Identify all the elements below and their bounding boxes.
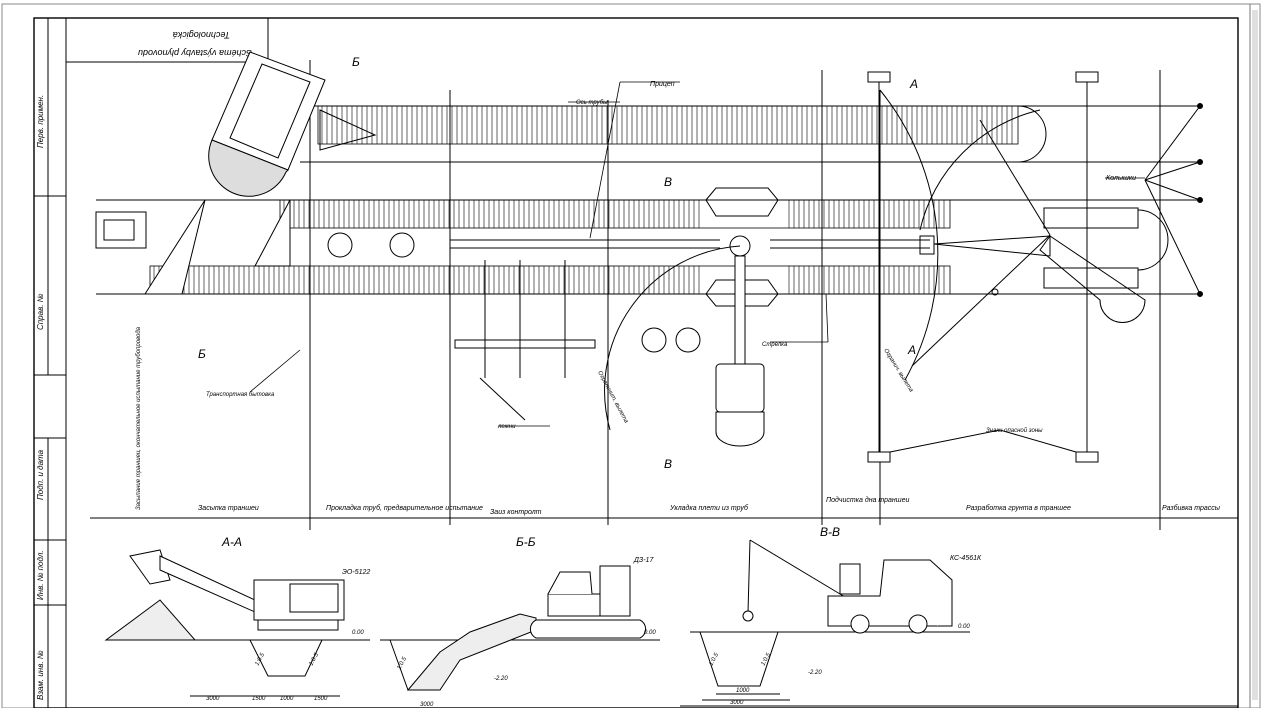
plan-danger-signs: [867, 71, 1099, 463]
slope-a-right: 1:0.5: [308, 652, 320, 667]
plan-bulldozer: [95, 211, 147, 249]
section-vv-drawing: [690, 539, 970, 701]
plan-trench-excavator: [879, 89, 1169, 381]
side-stamp-column: [34, 18, 67, 708]
stage-6: Разбивка трассы: [1162, 504, 1221, 512]
stamp-vzam-inv: Взам. инв. №: [36, 650, 45, 700]
plan-crane: [604, 235, 765, 447]
label-strelka: Стрелка: [762, 342, 788, 348]
section-aa-title: А-А: [221, 535, 242, 549]
plan-excavator: [208, 51, 326, 197]
label-lezhni: лежни: [497, 424, 516, 430]
slope-c-right: 1:0.5: [760, 652, 772, 667]
label-kolyshki: Колышки: [1106, 175, 1136, 182]
drawing-frame: [33, 17, 1239, 708]
stamp-inv-podl: Инв. № подл.: [36, 550, 45, 600]
mark-b-top: Б: [352, 55, 360, 69]
dim-b1: 3000: [420, 702, 434, 708]
dim-a4: 1500: [314, 696, 328, 702]
stamp-sprav-no: Справ. №: [36, 293, 45, 330]
level-zero-b: 0.00: [644, 630, 656, 636]
stage-5: Разработка грунта в траншее: [966, 504, 1071, 512]
stage-4: Подчистка дна траншеи: [826, 496, 909, 504]
title-block: Technologická Schéma výstavby plynovodu: [66, 18, 269, 63]
dim-a2: 1500: [252, 696, 266, 702]
plan-stakes: [1144, 103, 1203, 297]
dim-a1: 3000: [206, 696, 220, 702]
slope-a-left: 1:0.5: [254, 652, 266, 667]
dim-c2: 3000: [730, 700, 744, 706]
stage-0: Засыпка траншеи: [198, 505, 259, 512]
machine-bulldozer-label: ДЗ-17: [633, 557, 654, 564]
window-border: [1, 3, 1261, 708]
section-bb-drawing: [380, 565, 660, 691]
level-zero-a: 0.00: [352, 630, 364, 636]
stage-2: Заиз контролт: [490, 509, 542, 516]
dim-c1: 1000: [736, 688, 750, 694]
mark-b-bottom: Б: [198, 347, 206, 361]
stage-3: Укладка плети из труб: [669, 504, 749, 512]
plan-pipe-cylinders: [327, 232, 701, 353]
callout-leaders: [249, 81, 1145, 427]
stamp-perv-primen: Перв. примен.: [36, 95, 45, 148]
title-line-2: Schéma výstavby plynovodu: [138, 48, 252, 58]
machine-excavator-label: ЭО-5122: [342, 569, 370, 576]
dim-a3: 1000: [280, 696, 294, 702]
slope-b-left: 1:0.5: [396, 656, 408, 671]
mark-v-bottom: В: [664, 457, 672, 471]
vertical-note: Засыпание траншеи, окончательное испытан…: [136, 326, 142, 510]
vertical-scrollbar[interactable]: [1252, 10, 1258, 700]
mark-v-top: В: [664, 175, 672, 189]
level-zero-c: 0.00: [958, 624, 970, 630]
stamp-podp-data: Подп. и дата: [36, 449, 45, 500]
label-pritsep: Прицеп: [650, 81, 675, 88]
level-depth-c: -2.20: [808, 670, 822, 676]
section-vv-title: В-В: [820, 525, 840, 539]
machine-crane-label: КС-4561К: [950, 555, 982, 562]
mark-a-bottom: А: [907, 343, 916, 357]
stage-1: Прокладка труб, предварительное испытани…: [326, 504, 483, 512]
section-aa-drawing: [104, 549, 370, 697]
label-os-truby: Ось трубы: [576, 100, 608, 106]
title-line-1: Technologická: [173, 30, 230, 40]
plan-sleepers: [454, 260, 596, 421]
mark-a-top: А: [909, 77, 918, 91]
label-transport-bytovka: Транспортная бытовка: [206, 392, 275, 398]
section-bb-title: Б-Б: [516, 535, 536, 549]
label-znaki-opasnoi-zony: Знаки опасной зоны: [986, 427, 1043, 434]
slope-c-left: 1:0.5: [708, 652, 720, 667]
plan-view: [90, 60, 1238, 530]
level-depth-b: -2.20: [494, 676, 508, 682]
